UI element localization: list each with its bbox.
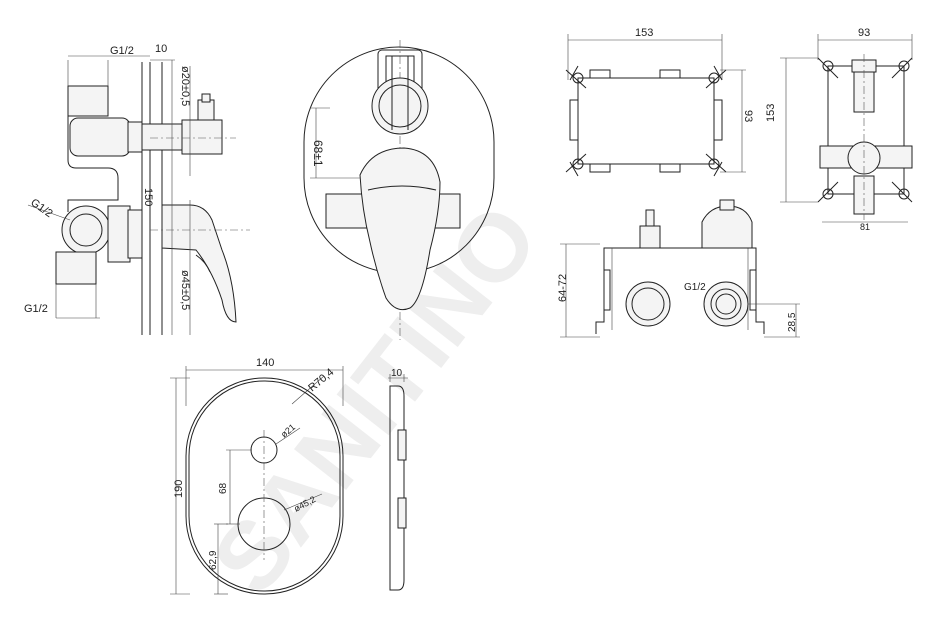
- plate-dim-bottom: 62,9: [208, 550, 219, 570]
- box-top-view: 153 93: [565, 27, 754, 177]
- front-view: 68±1: [303, 40, 495, 340]
- cover-plate-side-view: 10: [388, 368, 408, 591]
- box-bottom-thread: G1/2: [684, 282, 706, 293]
- box-side-view: 93 153 81: [765, 27, 913, 232]
- box-side-dim-inner: 81: [860, 222, 870, 232]
- side-dim-top-knob: ø20±0,5: [179, 66, 191, 106]
- side-dim-depth: 10: [155, 43, 167, 55]
- side-thread-top: G1/2: [110, 45, 134, 57]
- side-dim-height: 150: [142, 188, 154, 206]
- plate-dim-height: 190: [173, 480, 185, 498]
- box-top-dim-height: 93: [742, 110, 754, 122]
- side-thread-bottom: G1/2: [24, 303, 48, 315]
- side-dim-lever: ø45±0,5: [179, 270, 191, 310]
- side-view: G1/2 10 G1/2 G1/2 ø20±0,5 150 ø45±0,5: [24, 43, 250, 335]
- plate-side-dim-thickness: 10: [391, 368, 403, 379]
- side-thread-left: G1/2: [28, 197, 54, 221]
- plate-dim-spacing: 68: [218, 482, 229, 494]
- box-bottom-view: 64-72 G1/2 28,5: [557, 199, 800, 338]
- front-dim-spacing: 68±1: [311, 140, 325, 167]
- box-bottom-dim-depth: 64-72: [557, 274, 569, 302]
- box-top-dim-width: 153: [635, 27, 653, 39]
- box-bottom-dim-offset: 28,5: [787, 312, 798, 332]
- box-side-dim-height: 153: [765, 104, 777, 122]
- plate-dim-width: 140: [256, 357, 274, 369]
- box-side-dim-width: 93: [858, 27, 870, 39]
